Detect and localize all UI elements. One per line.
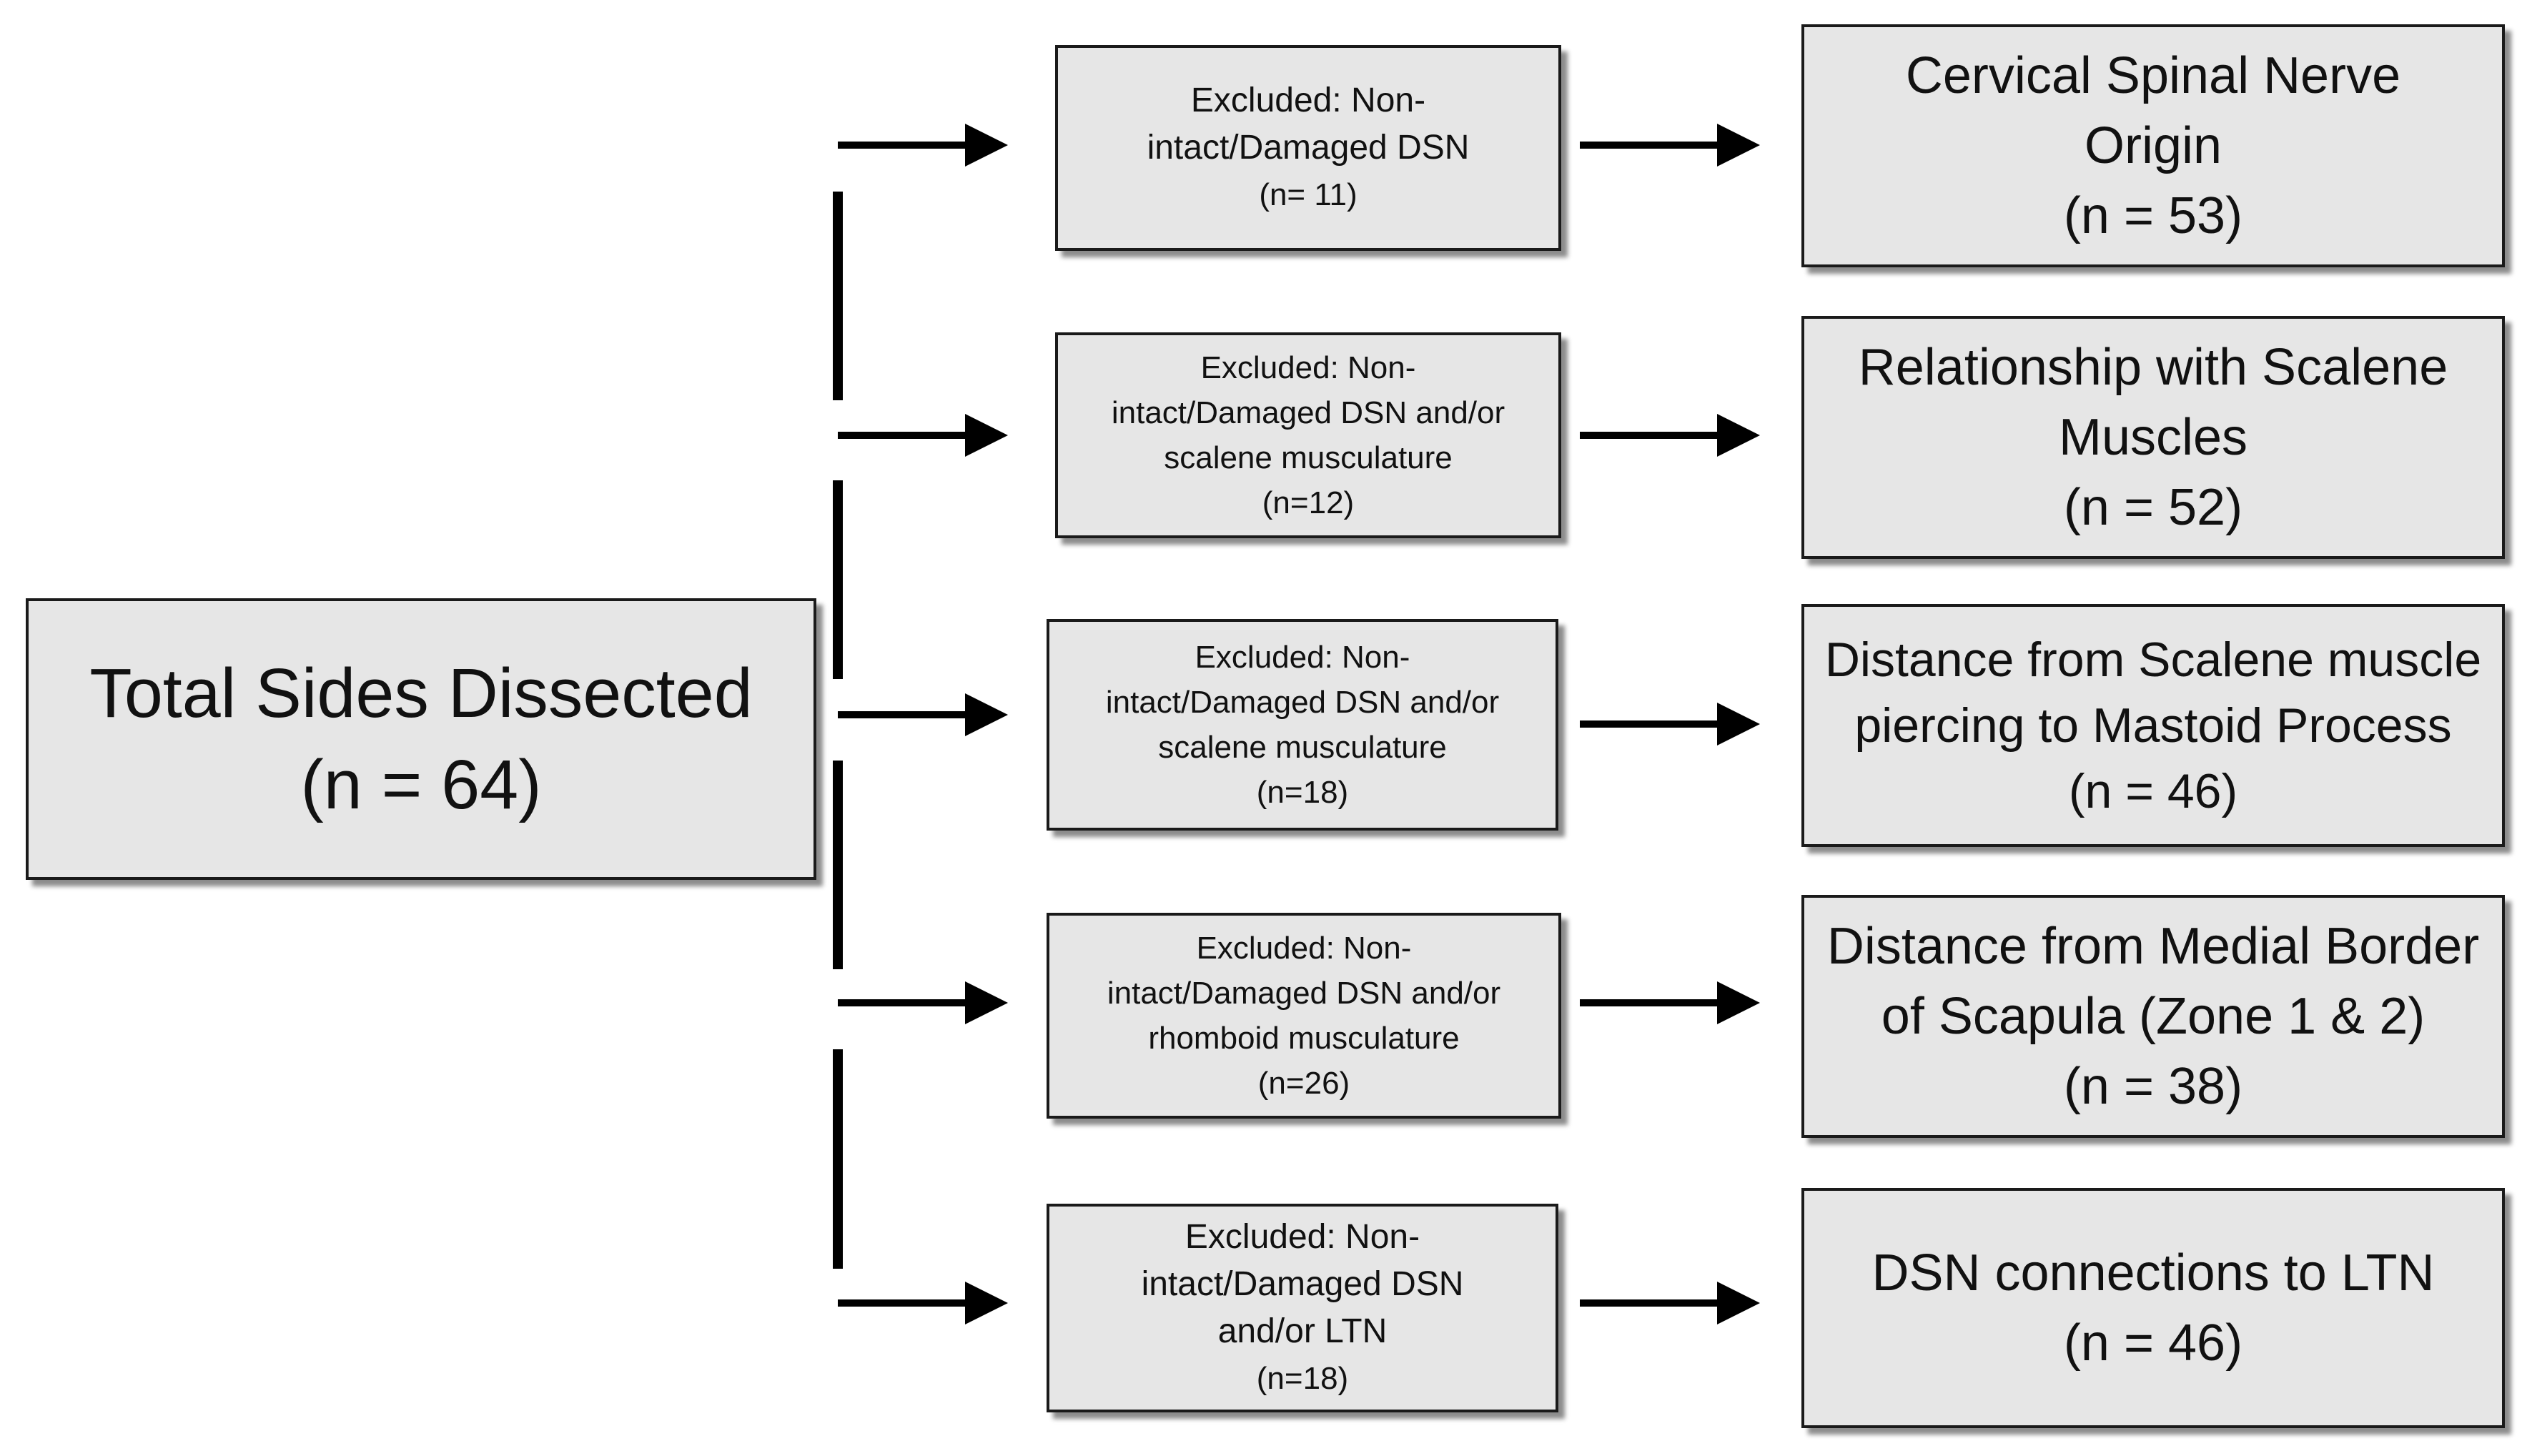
excluded-text: intact/Damaged DSN [1147,129,1470,167]
excluded-text: Excluded: Non- [1185,1218,1420,1256]
excluded-box-4: Excluded: Non- intact/Damaged DSN and/or… [1047,913,1561,1119]
excluded-text: and/or LTN [1217,1312,1388,1350]
result-count: (n = 46) [2063,1314,2243,1372]
result-box-5: DSN connections to LTN (n = 46) [1801,1188,2505,1428]
result-box-1: Cervical Spinal Nerve Origin (n = 53) [1801,24,2505,267]
excluded-text: intact/Damaged DSN and/or [1107,976,1501,1011]
excluded-text: Excluded: Non- [1190,81,1426,119]
excluded-text: Excluded: Non- [1200,350,1416,385]
total-title: Total Sides Dissected [89,654,753,732]
result-box-3: Distance from Scalene muscle piercing to… [1801,604,2505,847]
result-box-4: Distance from Medial Border of Scapula (… [1801,895,2505,1138]
result-text: Muscles [2058,409,2248,466]
result-count: (n = 38) [2063,1058,2243,1115]
total-count: (n = 64) [300,746,542,823]
result-text: Origin [2084,117,2222,174]
result-text: DSN connections to LTN [1871,1244,2435,1302]
result-box-2: Relationship with Scalene Muscles (n = 5… [1801,316,2505,559]
excluded-count: (n=18) [1256,775,1349,810]
result-text: Distance from Medial Border [1826,918,2480,975]
excluded-text: Excluded: Non- [1196,931,1412,966]
excluded-text: scalene musculature [1158,730,1447,765]
excluded-count: (n=12) [1262,485,1355,520]
excluded-count: (n=18) [1256,1361,1349,1396]
excluded-text: scalene musculature [1164,440,1453,475]
excluded-text: Excluded: Non- [1195,640,1410,675]
result-text: Cervical Spinal Nerve [1905,47,2401,104]
excluded-text: rhomboid musculature [1148,1021,1460,1056]
excluded-box-2: Excluded: Non- intact/Damaged DSN and/or… [1055,332,1561,538]
excluded-text: intact/Damaged DSN and/or [1111,395,1505,430]
excluded-text: intact/Damaged DSN and/or [1105,685,1500,720]
excluded-box-3: Excluded: Non- intact/Damaged DSN and/or… [1047,619,1558,831]
excluded-box-5: Excluded: Non- intact/Damaged DSN and/or… [1047,1204,1558,1412]
result-count: (n = 46) [2068,764,2238,818]
excluded-text: intact/Damaged DSN [1141,1265,1464,1303]
result-text: piercing to Mastoid Process [1854,698,2452,753]
result-text: Relationship with Scalene [1858,339,2448,396]
result-text: Distance from Scalene muscle [1824,633,2482,687]
excluded-count: (n= 11) [1259,177,1358,212]
excluded-count: (n=26) [1257,1066,1350,1101]
result-count: (n = 52) [2063,479,2243,536]
result-count: (n = 53) [2063,187,2243,244]
excluded-box-1: Excluded: Non- intact/Damaged DSN (n= 11… [1055,45,1561,251]
result-text: of Scapula (Zone 1 & 2) [1881,988,2425,1045]
total-sides-box: Total Sides Dissected (n = 64) [26,598,816,880]
